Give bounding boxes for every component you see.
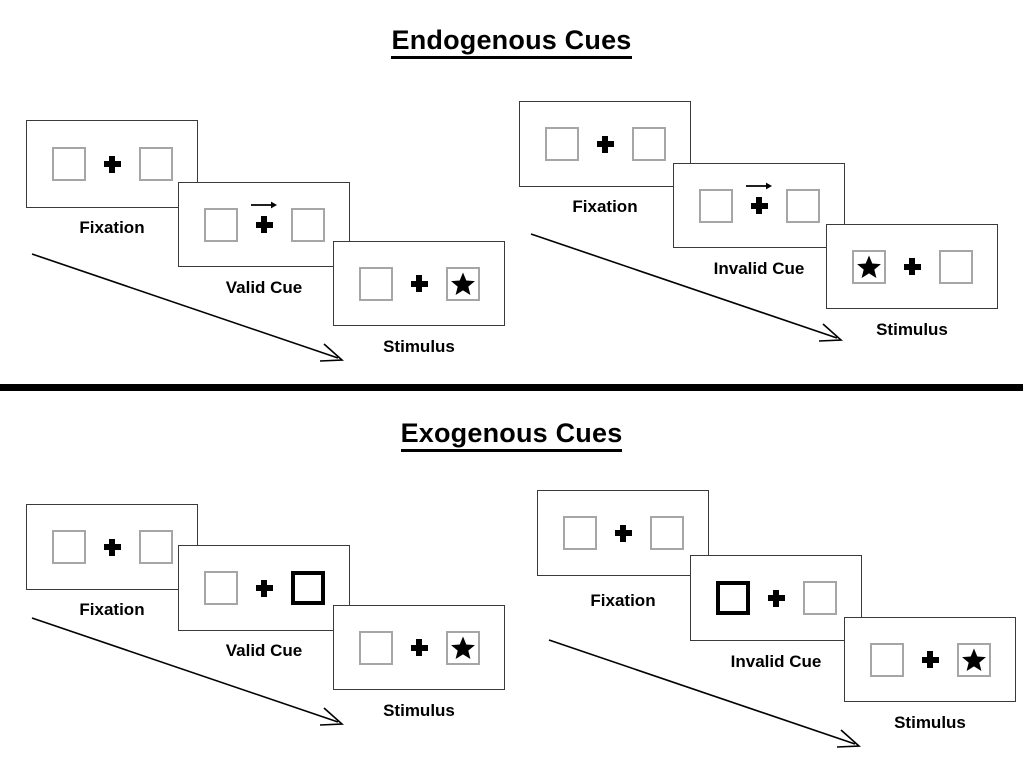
rightward-arrow-icon <box>746 182 772 190</box>
target-box-left <box>698 188 733 223</box>
star-icon <box>450 636 475 659</box>
star-icon <box>856 255 881 278</box>
target-box-right <box>138 530 173 564</box>
panel-exogenous-valid-fixation <box>26 504 198 590</box>
target-box-right <box>631 127 666 161</box>
fixation-cross-icon <box>103 538 121 556</box>
step-label-exogenous-invalid-stimulus: Stimulus <box>894 713 966 732</box>
panel-endogenous-valid-fixation <box>26 120 198 208</box>
fixation-cross-icon <box>103 155 121 173</box>
fixation-cross-icon <box>767 589 785 607</box>
section-title-exogenous: Exogenous Cues <box>0 418 1023 452</box>
step-label-endogenous-valid-stimulus: Stimulus <box>383 337 455 356</box>
fixation-cross-icon <box>255 579 273 597</box>
fixation-cross-icon <box>251 201 277 233</box>
target-box-right <box>290 207 325 242</box>
panel-exogenous-valid-cue <box>178 545 350 631</box>
fixation-cross-icon <box>921 651 939 668</box>
panel-exogenous-invalid-stimulus <box>844 617 1016 702</box>
step-label-exogenous-invalid-cue: Invalid Cue <box>730 652 822 671</box>
fixation-cross-icon <box>746 182 772 214</box>
panel-exogenous-invalid-fixation <box>537 490 709 576</box>
target-box-left <box>851 249 886 284</box>
step-label-endogenous-valid-cue: Valid Cue <box>225 278 303 297</box>
target-box-left <box>869 642 904 677</box>
step-label-endogenous-invalid-cue: Invalid Cue <box>713 259 805 278</box>
target-box-right <box>138 147 173 181</box>
star-icon <box>961 648 986 671</box>
step-label-exogenous-valid-cue: Valid Cue <box>225 641 303 660</box>
panel-exogenous-valid-stimulus <box>333 605 505 690</box>
panel-endogenous-invalid-fixation <box>519 101 691 187</box>
target-box-left <box>203 207 238 242</box>
target-box-left <box>203 571 238 605</box>
step-label-endogenous-invalid-fixation: Fixation <box>572 197 638 216</box>
star-icon <box>450 272 475 295</box>
target-box-right <box>785 188 820 223</box>
panel-exogenous-invalid-cue <box>690 555 862 641</box>
panel-endogenous-valid-cue <box>178 182 350 267</box>
section-title-endogenous: Endogenous Cues <box>0 25 1023 59</box>
fixation-cross-icon <box>903 258 921 275</box>
section-title-exogenous-text: Exogenous Cues <box>400 418 623 452</box>
target-box-left <box>358 630 393 665</box>
step-label-endogenous-invalid-stimulus: Stimulus <box>876 320 948 339</box>
target-box-left <box>358 266 393 301</box>
target-box-right <box>445 630 480 665</box>
target-box-left <box>51 530 86 564</box>
target-box-right <box>938 249 973 284</box>
step-label-exogenous-valid-fixation: Fixation <box>79 600 145 619</box>
fixation-cross-icon <box>410 275 428 292</box>
target-box-right-cued <box>290 571 325 605</box>
target-box-right <box>649 516 684 550</box>
panel-endogenous-invalid-stimulus <box>826 224 998 309</box>
step-label-exogenous-valid-stimulus: Stimulus <box>383 701 455 720</box>
target-box-right <box>956 642 991 677</box>
target-box-left <box>544 127 579 161</box>
target-box-left-cued <box>715 581 750 615</box>
target-box-right <box>445 266 480 301</box>
target-box-left <box>562 516 597 550</box>
target-box-right <box>802 581 837 615</box>
fixation-cross-icon <box>410 639 428 656</box>
target-box-left <box>51 147 86 181</box>
panel-endogenous-valid-stimulus <box>333 241 505 326</box>
section-divider <box>0 384 1023 391</box>
panel-endogenous-invalid-cue <box>673 163 845 248</box>
step-label-endogenous-valid-fixation: Fixation <box>79 218 145 237</box>
fixation-cross-icon <box>596 135 614 153</box>
fixation-cross-icon <box>614 524 632 542</box>
step-label-exogenous-invalid-fixation: Fixation <box>590 591 656 610</box>
rightward-arrow-icon <box>251 201 277 209</box>
section-title-endogenous-text: Endogenous Cues <box>391 25 632 59</box>
